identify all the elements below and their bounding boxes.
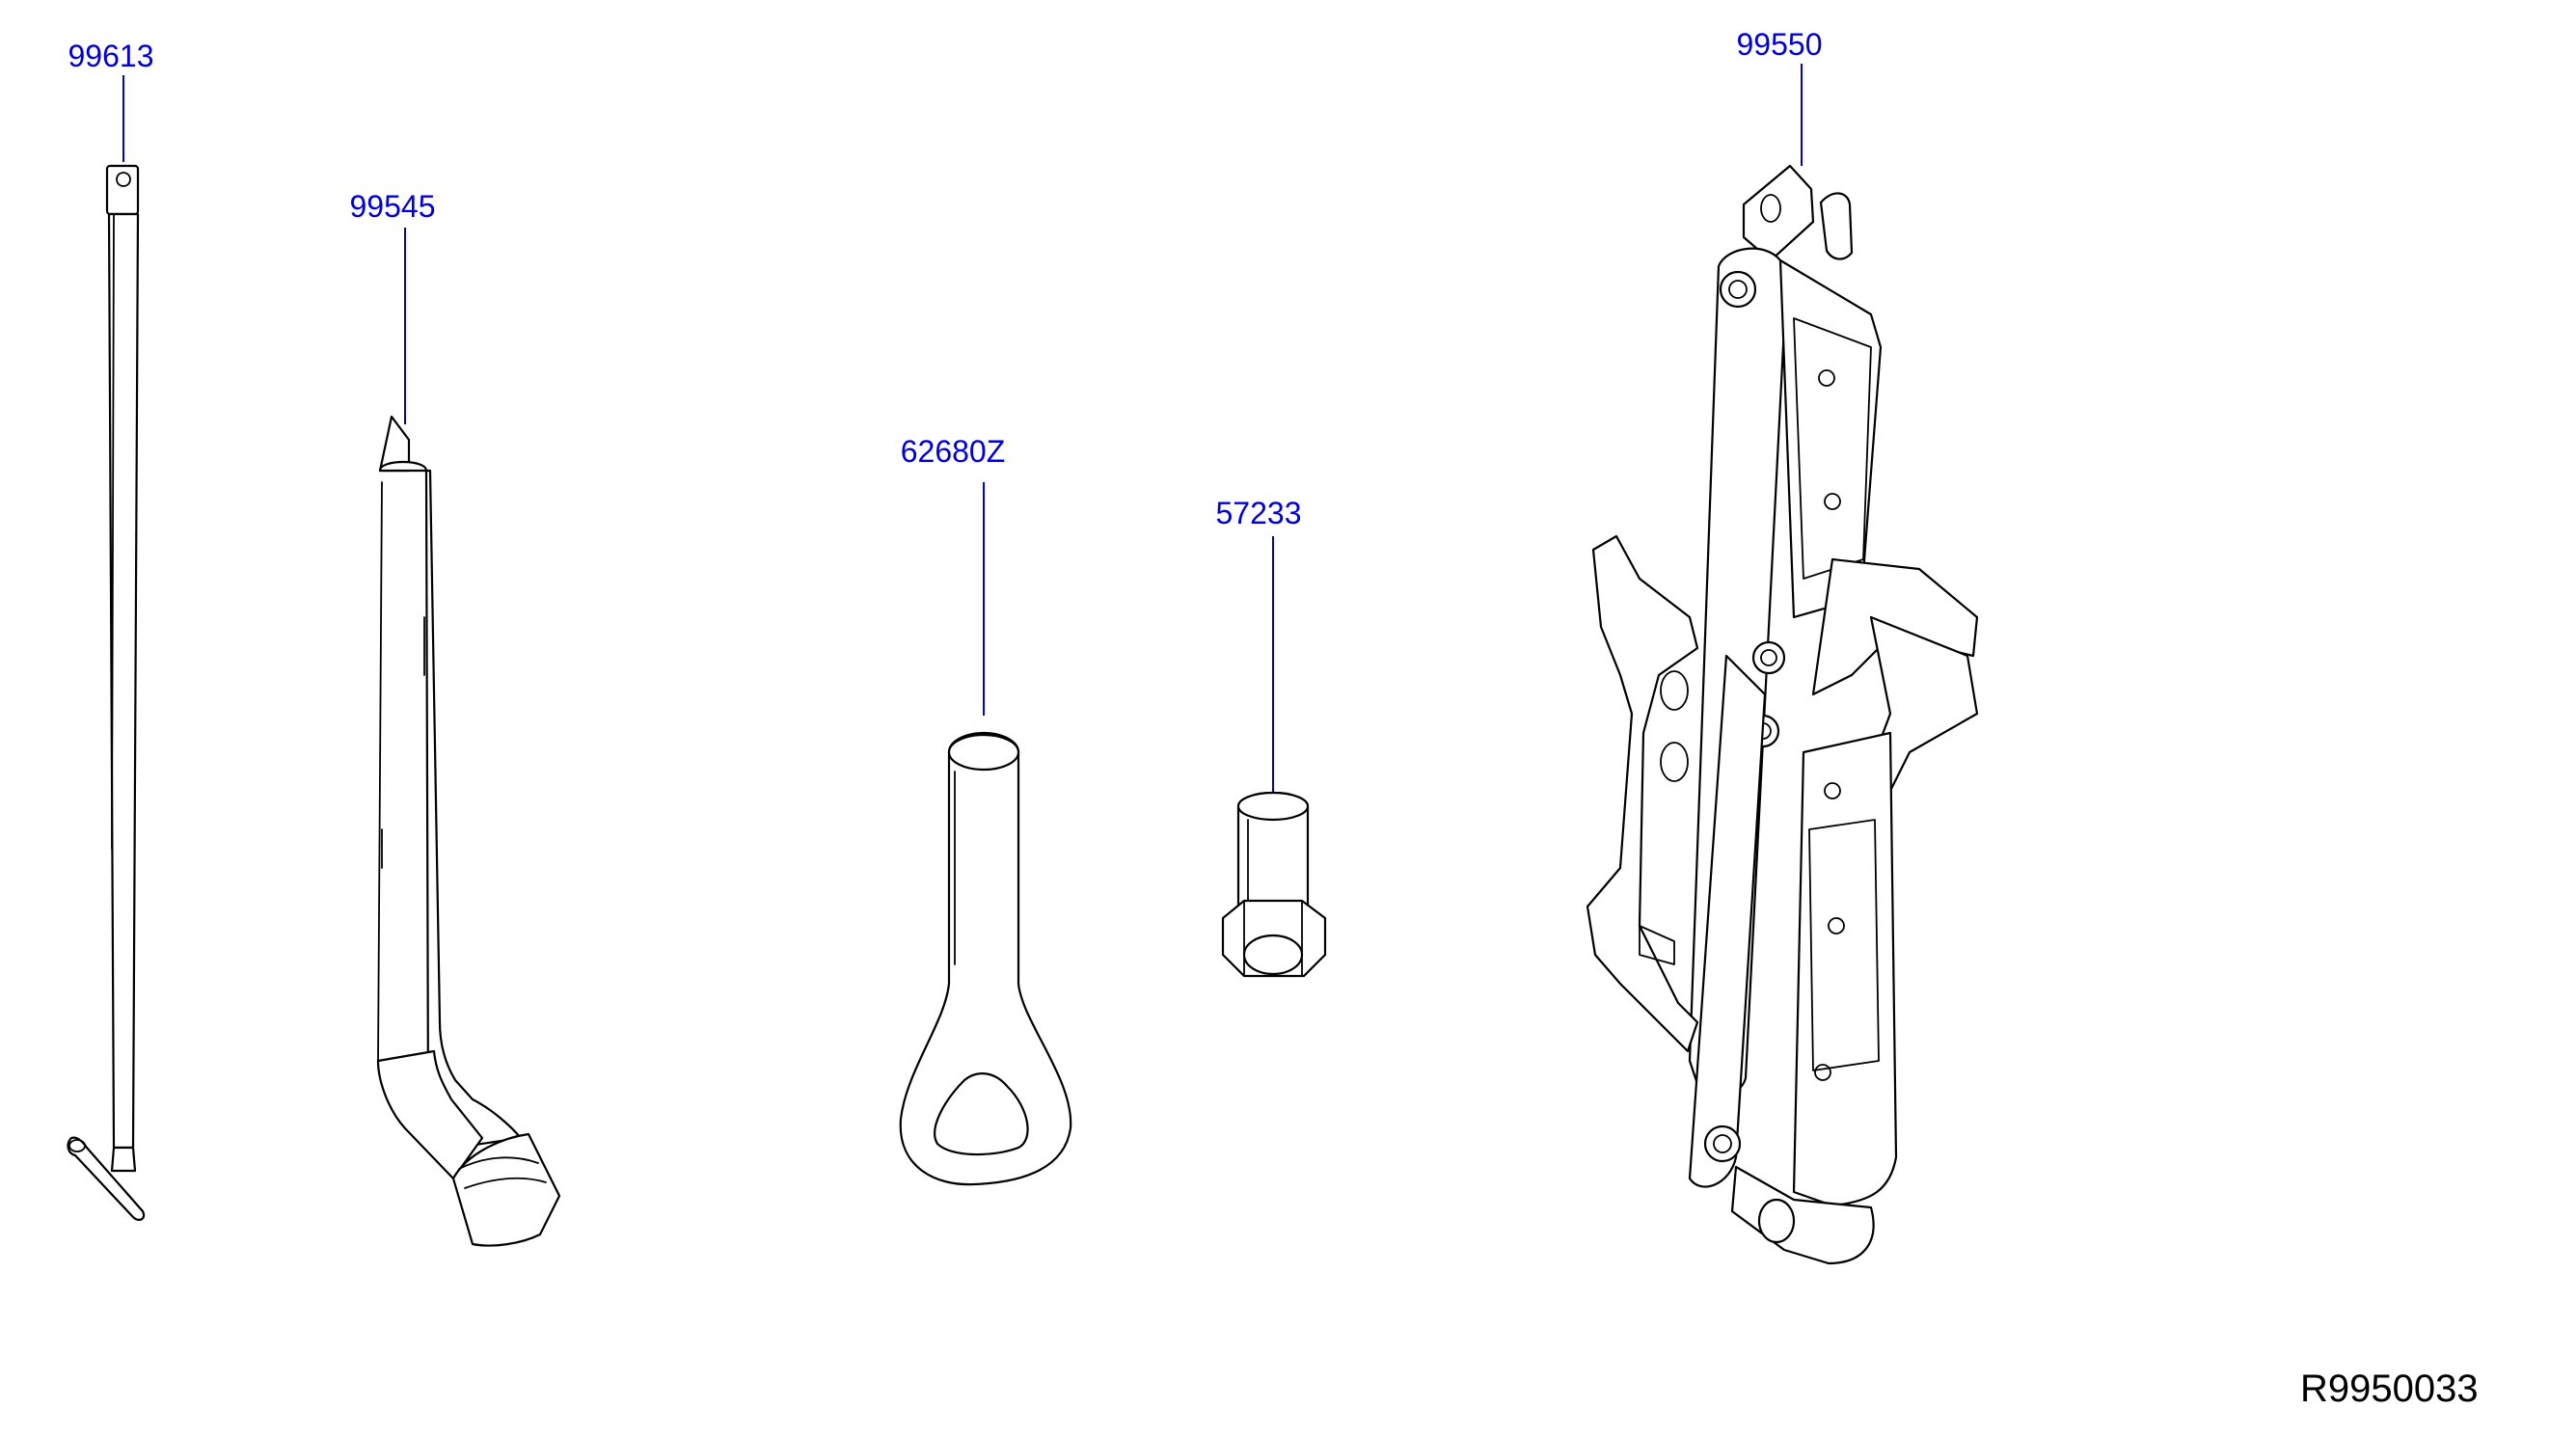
wheel-wrench-part[interactable] (376, 415, 561, 1247)
scissor-jack-part[interactable] (1586, 164, 1979, 1265)
callout-99545[interactable]: 99545 (349, 189, 436, 224)
callout-62680z[interactable]: 62680Z (900, 434, 1006, 469)
lock-nut-adapter-part[interactable] (1221, 791, 1327, 978)
callout-99613[interactable]: 99613 (68, 39, 154, 73)
jack-rod-part[interactable] (67, 164, 146, 1221)
tow-hook-part[interactable] (899, 731, 1072, 1186)
diagram-code: R9950033 (2300, 1368, 2479, 1410)
callout-57233[interactable]: 57233 (1215, 496, 1302, 530)
callout-99550[interactable]: 99550 (1736, 27, 1823, 62)
